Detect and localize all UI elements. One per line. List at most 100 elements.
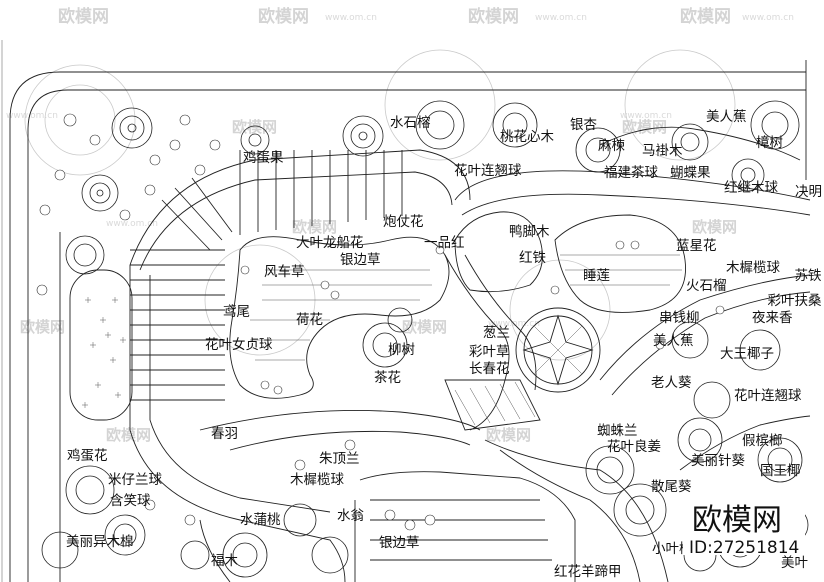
shrub-symbol — [655, 340, 665, 350]
tree-symbol — [311, 536, 349, 574]
boundary-outer — [9, 71, 806, 582]
plant-label: 鸡蛋花 — [67, 447, 108, 464]
shrub-symbol — [435, 245, 445, 255]
plant-label: 美人蕉 — [706, 109, 747, 125]
plant-label: 米仔兰球 — [108, 472, 162, 488]
plant-label: 水蒲桃 — [240, 512, 281, 528]
shrub-symbol — [424, 514, 436, 526]
shrub-symbol — [330, 290, 340, 300]
plant-label: 樟树 — [756, 135, 783, 151]
path-south-plaza — [359, 471, 576, 582]
plant-label: 夜来香 — [752, 310, 793, 326]
watermark-logo: 欧模网 — [468, 6, 519, 27]
pergola-boardwalk — [130, 150, 403, 401]
shrubs — [36, 113, 725, 531]
watermark-url: www.om.cn — [325, 13, 377, 23]
tree-symbol — [362, 322, 408, 368]
plant-label: 一品红 — [424, 235, 465, 251]
shrub-symbol — [384, 509, 396, 521]
path-south-inner — [199, 410, 481, 431]
plant-label: 蜘蛛兰 — [597, 423, 638, 439]
tree-symbol — [415, 100, 465, 150]
watermark-logo: 欧模网 — [622, 118, 667, 136]
tree-symbol — [240, 125, 270, 155]
plant-label: 红继木球 — [724, 180, 778, 196]
shrub-symbol — [615, 240, 625, 250]
shrub-symbol — [273, 385, 283, 395]
plant-label: 木樨榄球 — [290, 471, 344, 488]
tree-symbol — [757, 437, 803, 483]
path-south-east-2 — [499, 449, 641, 582]
flower-bed-west — [69, 269, 133, 421]
tree-symbol — [180, 540, 210, 570]
brand-id: ID:27251814 — [689, 538, 799, 558]
tree-symbol — [81, 174, 119, 212]
tree-symbol — [492, 102, 538, 148]
watermark-layer: 欧模网 欧模网 欧模网 欧模网 www.om.cn www.om.cn www.… — [6, 6, 794, 444]
tree-symbol — [731, 158, 765, 192]
watermark-ring — [384, 49, 496, 161]
watermark-url: www.om.cn — [620, 111, 672, 121]
plant-label: 散尾葵 — [651, 479, 692, 495]
plant-label: 长春花 — [469, 361, 510, 377]
plant-label: 彩叶扶桑 — [768, 293, 822, 309]
tree-symbol — [104, 514, 146, 556]
plant-label: 鸢尾 — [223, 304, 250, 320]
watermark-ring — [24, 64, 136, 176]
tree-symbol — [671, 123, 709, 161]
path-east-lower — [461, 193, 811, 216]
shrub-symbol — [39, 204, 51, 216]
shrub-symbol — [194, 164, 206, 176]
path-east-bend — [599, 274, 811, 381]
plant-label: 风车草 — [264, 263, 305, 280]
watermark-ring — [44, 84, 116, 156]
watermark-url: www.om.cn — [106, 219, 158, 229]
plant-label: 茶花 — [374, 370, 401, 386]
tree-symbol — [585, 445, 635, 495]
plant-label: 荷花 — [296, 312, 323, 328]
shrub-symbol — [320, 280, 330, 290]
watermark-logo: 欧模网 — [58, 6, 109, 27]
watermark-logo: 欧模网 — [692, 218, 737, 236]
pond-ripples — [560, 254, 682, 286]
plant-label: 银边草 — [340, 252, 381, 268]
plant-label: 炮仗花 — [383, 214, 424, 230]
plant-label: 鸡蛋果 — [243, 149, 284, 166]
watermark-logo: 欧模网 — [20, 318, 65, 336]
plant-label: 睡莲 — [583, 268, 610, 284]
plant-label: 决明 — [795, 184, 822, 200]
site-boundary — [1, 40, 807, 582]
gazebo-star — [522, 314, 594, 386]
shrub-symbol — [294, 459, 306, 471]
shrub-symbol — [169, 139, 181, 151]
plant-label: 花叶女贞球 — [205, 336, 273, 353]
brand-box: 欧模网 ID:27251814 — [683, 497, 805, 558]
shrub-symbol — [149, 154, 161, 166]
plant-label: 含笑球 — [110, 493, 151, 509]
shrub-symbol — [240, 265, 250, 275]
watermark-logo: 欧模网 — [292, 218, 337, 236]
path-north-curve-inner — [139, 171, 453, 271]
plant-label: 国王椰 — [760, 463, 801, 479]
path-south-stub — [199, 519, 231, 582]
path-east-south — [679, 415, 811, 471]
terrace-hatch — [454, 381, 536, 426]
path-east-bend-2 — [611, 291, 811, 396]
tree-symbol — [575, 127, 621, 173]
shrub-symbol — [209, 139, 221, 151]
shrub-symbol — [404, 519, 416, 531]
plant-label: 老人葵 — [651, 375, 692, 391]
shrub-symbol — [184, 514, 196, 526]
shrub-symbol — [36, 284, 48, 296]
tree-symbol — [283, 503, 317, 537]
plant-label: 花叶连翘球 — [734, 388, 802, 404]
watermark-logo: 欧模网 — [258, 6, 309, 27]
plant-label: 花叶连翘球 — [454, 163, 522, 179]
plant-label: 银边草 — [379, 535, 420, 551]
brand-name: 欧模网 — [692, 503, 782, 538]
plant-label: 柳树 — [388, 342, 415, 358]
shrub-symbol — [550, 285, 560, 295]
plant-label: 美丽异木棉 — [66, 534, 134, 550]
watermark-ring — [509, 259, 611, 361]
plant-label: 美人蕉 — [653, 333, 694, 349]
